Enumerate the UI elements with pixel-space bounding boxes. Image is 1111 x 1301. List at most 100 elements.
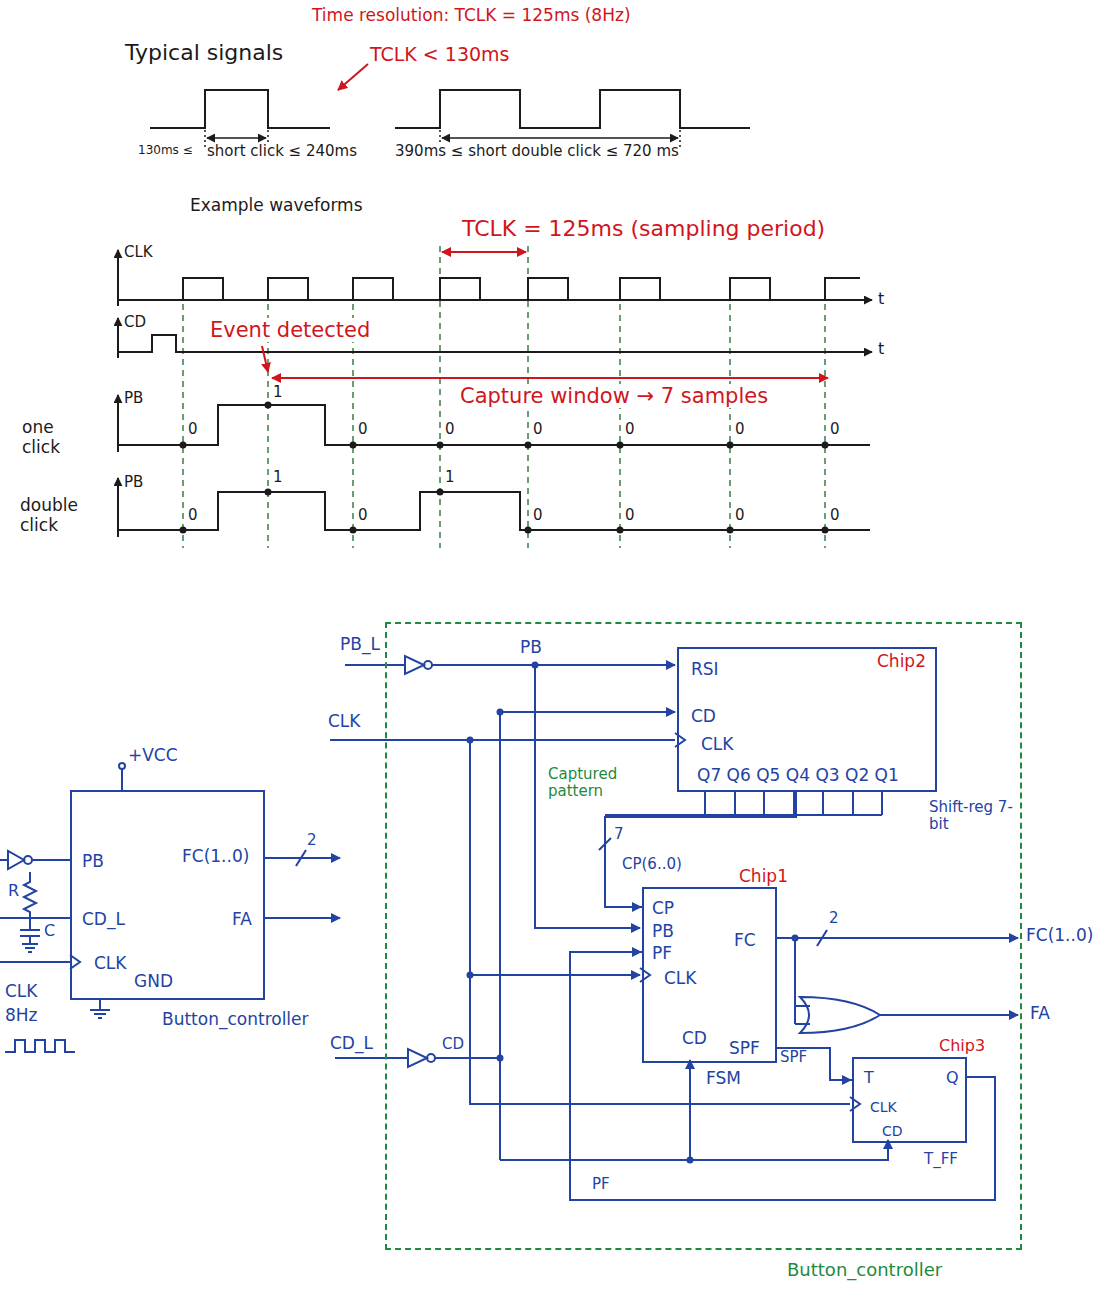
label-text: 0 [358, 507, 368, 524]
block-text: CD [882, 1123, 903, 1139]
block-text: T [864, 1069, 874, 1087]
controller-wiring [408, 1049, 427, 1067]
symbol-wiring [265, 917, 340, 919]
typical-signal-waveform [150, 64, 750, 150]
block-text: PB [652, 922, 674, 942]
controller-wiring [817, 930, 827, 946]
typical-signal-waveform [150, 90, 330, 128]
symbol-wiring [0, 859, 8, 861]
example-waveform [118, 405, 870, 445]
label-text: Example waveforms [190, 196, 363, 216]
label-text: Typical signals [125, 40, 283, 65]
junction-dot [467, 662, 799, 1164]
sample-dot [265, 489, 272, 496]
junction-dot [497, 1055, 504, 1062]
sample-dot [350, 527, 357, 534]
controller-wiring [335, 1057, 408, 1059]
block-text: FC [734, 931, 756, 951]
controller-boundary: Button_controllerChip2RSICDCLKQ7 Q6 Q5 Q… [385, 622, 1022, 1250]
label-text: FC(1..0) [1026, 926, 1093, 946]
arrow-head [632, 902, 642, 912]
example-waveform [118, 250, 872, 537]
label-text: 0 [533, 507, 543, 524]
sample-dot [822, 527, 829, 534]
block-text: RSI [691, 660, 719, 680]
example-waveform [118, 492, 870, 530]
label-text: 0 [533, 421, 543, 438]
symbol-wiring [296, 850, 306, 866]
block-text: Chip1 [739, 867, 788, 887]
junction-dot [687, 1157, 694, 1164]
controller-wiring [435, 1057, 500, 1059]
junction-dot [467, 737, 474, 744]
example-waveform [117, 395, 119, 452]
block-text: SPF [729, 1039, 760, 1059]
label-text: 0 [188, 421, 198, 438]
controller-wiring [345, 664, 405, 666]
controller-wiring [330, 739, 675, 741]
example-waveform [117, 250, 119, 306]
sample-dot [180, 442, 187, 449]
sample-dot [180, 402, 829, 534]
block-text: Chip3 [939, 1037, 985, 1055]
symbol-wiring [24, 856, 32, 864]
sample-dot [350, 442, 357, 449]
label-text: 0 [735, 421, 745, 438]
edge-label: SPF [780, 1049, 807, 1066]
example-waveform [118, 278, 860, 300]
label-text: TCLK < 130ms [370, 44, 509, 66]
controller-wiring [330, 656, 1018, 1160]
controller-wiring [500, 1140, 888, 1160]
label-text: t [878, 290, 884, 308]
label-text: 8Hz [5, 1006, 38, 1026]
or-gate [800, 997, 880, 1033]
junction-dot [792, 935, 799, 942]
label-text: 1 [273, 469, 283, 486]
label-text: 0 [625, 507, 635, 524]
controller-wiring [499, 712, 501, 1160]
block-text: CLK [94, 954, 127, 974]
block-text: PB [82, 852, 104, 872]
label-text: 130ms ≤ [138, 144, 193, 158]
sampling-gridline [183, 246, 825, 548]
block-text: FC(1..0) [182, 847, 249, 867]
label-text: PB_L [340, 635, 380, 655]
controller-wiring [775, 937, 1018, 939]
typical-signal-waveform [207, 137, 266, 139]
wire-connector [605, 792, 796, 907]
sample-dot [727, 442, 734, 449]
symbol-wiring [20, 918, 40, 952]
symbol-wiring [121, 769, 123, 790]
sample-dot [437, 489, 444, 496]
sample-dot [437, 442, 444, 449]
label-text: one click [22, 418, 82, 457]
label-text: R [8, 882, 19, 900]
block-text: FA [232, 910, 252, 930]
label-text: 1 [445, 469, 455, 486]
label-text: CLK [5, 982, 38, 1002]
junction-dot [532, 662, 539, 669]
block-text: GND [134, 972, 173, 992]
symbol-wiring [0, 917, 70, 919]
arrow-head [632, 947, 642, 957]
block-text: CLK [701, 735, 734, 755]
block-text: Q7 Q6 Q5 Q4 Q3 Q2 Q1 [697, 766, 899, 786]
or-gate [800, 997, 880, 1033]
label-text: CD_L [330, 1034, 373, 1054]
symbol-wiring [24, 872, 36, 918]
symbol-wiring [0, 961, 70, 963]
label-text: C [44, 922, 55, 940]
controller-wiring [880, 1014, 1018, 1016]
controller-wiring [535, 665, 640, 928]
wire-connector [570, 947, 995, 1200]
block-text: CD [691, 707, 716, 727]
block-text: Q [946, 1069, 959, 1087]
sample-dot [617, 442, 624, 449]
controller-symbol: PBFC(1..0)CD_LFACLKGNDButton_controller [70, 790, 265, 1000]
fsm-chip: Chip1CPPBPFCLKFCCDSPFFSM [642, 887, 777, 1063]
label-text: double click [20, 496, 90, 535]
label-text: CLK [124, 244, 153, 261]
typical-signal-waveform [442, 137, 678, 139]
symbol-wiring [8, 851, 24, 869]
